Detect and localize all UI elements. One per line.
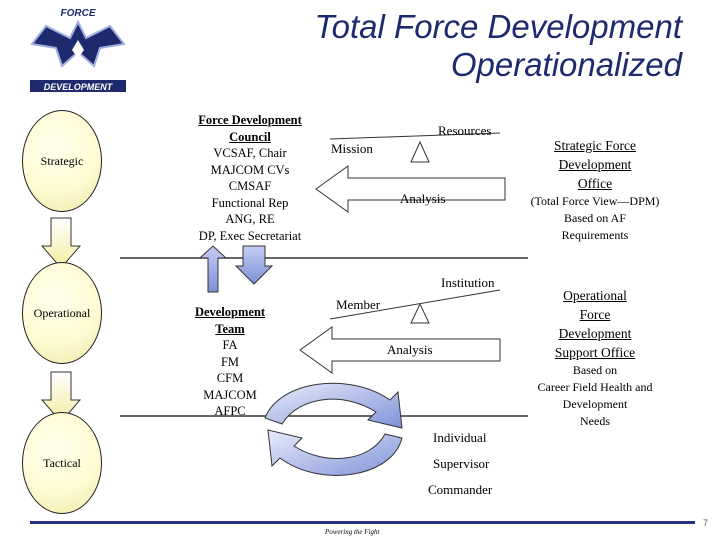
level-strategic-label: Strategic — [40, 153, 84, 168]
tactical-supervisor: Supervisor — [433, 456, 490, 471]
slide-title: Total Force Development Operationalized — [162, 8, 682, 84]
team-member: CFM — [216, 371, 244, 385]
force-development-logo: FORCE DEVELOPMENT — [28, 4, 128, 96]
strategic-to-operational-arrow — [40, 217, 82, 269]
level-operational-label: Operational — [33, 305, 91, 320]
team-member: FA — [222, 338, 238, 352]
level-operational: Operational — [22, 262, 102, 364]
strategic-office-title: Office — [577, 176, 613, 191]
cycle-arrow-bottom — [267, 429, 403, 476]
team-member: MAJCOM — [203, 387, 257, 402]
strategic-office: Strategic Force Development Office (Tota… — [510, 136, 680, 244]
strategic-office-detail: (Total Force View—DPM) — [530, 194, 660, 208]
operational-office-title: Support Office — [554, 345, 636, 360]
operational-office-detail: Development — [562, 397, 628, 411]
level-strategic: Strategic — [22, 110, 102, 212]
strategic-analysis-label: Analysis — [400, 191, 446, 206]
operational-big-arrow — [299, 326, 501, 374]
resources-label: Resources — [438, 123, 492, 138]
operational-to-tactical-arrow — [40, 371, 82, 423]
strategic-office-title: Development — [558, 157, 632, 172]
title-line-2: Operationalized — [450, 46, 682, 83]
council-box: Force Development Council VCSAF, Chair M… — [165, 112, 335, 244]
council-member: VCSAF, Chair — [213, 146, 287, 160]
footer-tagline: Powering the Fight — [325, 528, 380, 536]
tactical-commander: Commander — [428, 482, 493, 497]
level-tactical-label: Tactical — [43, 455, 81, 470]
operational-office: Operational Force Development Support Of… — [510, 286, 680, 430]
council-title: Force Development — [198, 113, 302, 127]
strategic-office-detail: Requirements — [561, 228, 629, 242]
operational-office-title: Operational — [563, 288, 627, 303]
operational-office-detail: Based on — [572, 363, 618, 377]
council-member: MAJCOM CVs — [210, 162, 290, 177]
operational-office-detail: Career Field Health and — [537, 380, 653, 394]
operational-office-title: Development — [558, 326, 632, 341]
operational-analysis-label: Analysis — [387, 342, 433, 357]
team-member: FM — [220, 354, 240, 369]
title-line-1: Total Force Development — [314, 8, 682, 45]
team-title: Development — [194, 305, 266, 319]
strategic-big-arrow — [315, 165, 506, 213]
team-to-council-up-arrow — [198, 245, 228, 293]
strategic-office-detail: Based on AF — [563, 211, 626, 225]
page-number: 7 — [703, 518, 709, 528]
council-member: ANG, RE — [225, 212, 275, 226]
strategic-office-title: Strategic Force — [553, 138, 637, 153]
tactical-individual: Individual — [433, 430, 487, 445]
logo-top-text: FORCE — [61, 8, 96, 19]
strategic-scale-beam — [329, 132, 501, 140]
council-title-2: Council — [229, 129, 271, 144]
council-member: DP, Exec Secretariat — [198, 228, 302, 243]
development-team-box: Development Team FA FM CFM MAJCOM AFPC — [175, 304, 285, 420]
cycle-arrow-top — [264, 382, 403, 429]
member-label: Member — [336, 297, 381, 312]
operational-scale-fulcrum-icon — [410, 302, 430, 324]
logo-bottom-text: DEVELOPMENT — [44, 82, 114, 92]
mission-label: Mission — [331, 141, 373, 156]
council-member: CMSAF — [228, 179, 272, 193]
council-to-team-down-arrow — [234, 245, 274, 285]
footer-bar — [30, 521, 695, 524]
team-title-2: Team — [215, 321, 245, 336]
operational-office-title: Force — [579, 307, 611, 322]
operational-office-detail: Needs — [580, 414, 610, 428]
strategic-scale-fulcrum-icon — [410, 140, 430, 163]
level-tactical: Tactical — [22, 412, 102, 514]
operational-scale-beam — [329, 289, 501, 320]
team-member: AFPC — [214, 404, 246, 418]
council-member: Functional Rep — [211, 195, 289, 210]
institution-label: Institution — [441, 275, 495, 290]
